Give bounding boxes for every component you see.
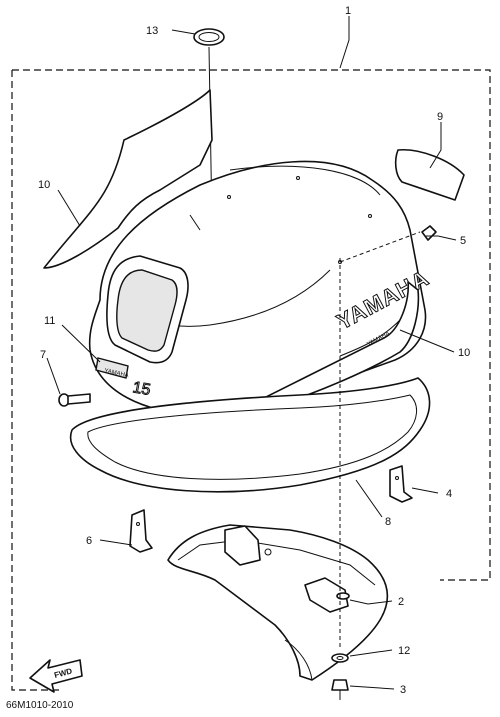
- leader-8: [355, 479, 383, 518]
- leader-13: [171, 29, 196, 35]
- callout-2: 2: [398, 596, 404, 608]
- part-3-bolt[interactable]: [331, 679, 349, 700]
- callout-7: 7: [40, 349, 46, 361]
- part-2-bottom-cover[interactable]: [167, 524, 389, 681]
- callout-10-upper: 10: [38, 179, 50, 191]
- part-4-bracket[interactable]: [389, 465, 413, 503]
- part-11-emblem[interactable]: YAMAHA: [95, 357, 130, 379]
- callout-3: 3: [400, 684, 406, 696]
- part-9-top-decal[interactable]: [394, 149, 465, 201]
- callout-4: 4: [446, 488, 452, 500]
- callout-5: 5: [460, 235, 466, 247]
- part-13-grommet[interactable]: [193, 28, 225, 46]
- leader-7: [46, 357, 61, 395]
- screw-axis: [339, 231, 421, 263]
- leader-3: [349, 685, 395, 690]
- callout-13: 13: [146, 25, 158, 37]
- part-10-side-decal-left[interactable]: [43, 89, 213, 269]
- callout-11: 11: [44, 315, 55, 327]
- leader-10b: [399, 329, 455, 353]
- leader-5: [437, 235, 457, 241]
- leader-9: [429, 122, 442, 169]
- callout-1: 1: [345, 5, 351, 17]
- callout-10-lower: 10: [458, 347, 470, 359]
- leader-1: [339, 16, 350, 69]
- callout-9: 9: [437, 111, 443, 123]
- part-12-washer[interactable]: [331, 653, 349, 663]
- leader-2: [349, 599, 393, 605]
- forward-direction-arrow: FWD: [29, 659, 83, 693]
- callout-12: 12: [398, 645, 410, 657]
- model-number-decal: 15: [131, 379, 153, 400]
- leader-12: [349, 649, 393, 657]
- leader-10a: [57, 189, 81, 227]
- callout-8: 8: [385, 516, 391, 528]
- callout-6: 6: [86, 535, 92, 547]
- svg-text:YAMAHA: YAMAHA: [104, 368, 130, 379]
- drawing-code: 66M1010-2010: [6, 700, 74, 711]
- leader-6: [99, 539, 133, 546]
- assembly-boundary: [11, 69, 491, 691]
- part-5-screw[interactable]: [421, 225, 438, 241]
- part-6-bracket[interactable]: [129, 509, 153, 553]
- svg-text:15: 15: [131, 379, 152, 399]
- leader-11: [61, 324, 101, 363]
- part-1-top-cowling[interactable]: [88, 160, 427, 417]
- leader-4: [411, 487, 439, 494]
- part-7-screw[interactable]: [58, 393, 91, 407]
